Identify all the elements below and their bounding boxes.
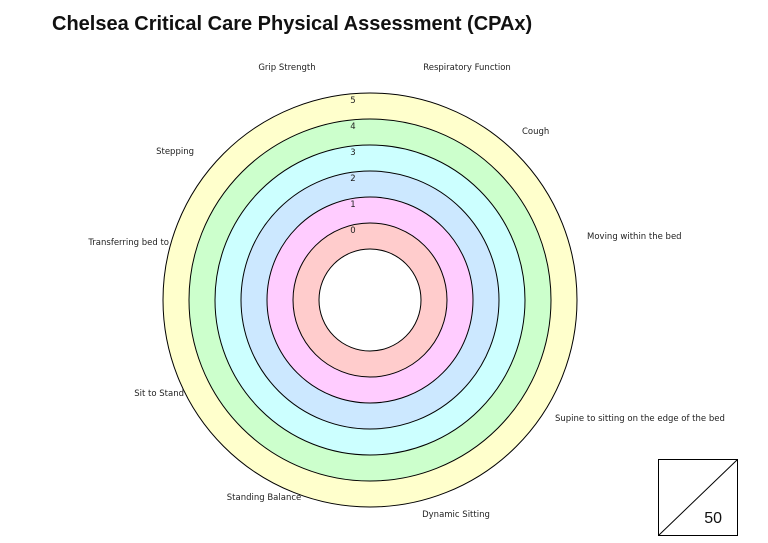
axis-label: Respiratory Function	[423, 63, 511, 73]
axis-label: Sit to Stand	[134, 389, 184, 399]
rating-level-label: 5	[350, 96, 355, 106]
axis-label: Grip Strength	[258, 63, 315, 73]
axis-label: Transferring bed to	[87, 238, 169, 248]
rating-level-label: 4	[350, 122, 355, 132]
axis-label: Moving within the bed	[587, 232, 682, 242]
axis-label: Supine to sitting on the edge of the bed	[555, 414, 725, 424]
rating-rings	[162, 92, 578, 508]
axis-label: Standing Balance	[227, 493, 301, 503]
rating-level-label: 0	[350, 226, 355, 236]
axis-label: Stepping	[156, 147, 194, 157]
total-score-value: 50	[704, 510, 722, 527]
rating-level-label: 3	[350, 148, 355, 158]
rating-level-labels: 0 1 2 3 4 5	[350, 96, 355, 236]
total-score-box: 50	[658, 459, 738, 536]
chart-center-hole	[318, 248, 422, 352]
rating-level-label: 1	[350, 200, 355, 210]
assessment-axis-labels: Grip Strength Respiratory FunctionCoughMo…	[87, 63, 725, 520]
axis-label: Dynamic Sitting	[422, 510, 490, 520]
chart-title: Chelsea Critical Care Physical Assessmen…	[52, 13, 533, 35]
score-box-frame	[658, 459, 738, 536]
axis-label: Cough	[522, 127, 549, 137]
rating-level-label: 2	[350, 174, 355, 184]
